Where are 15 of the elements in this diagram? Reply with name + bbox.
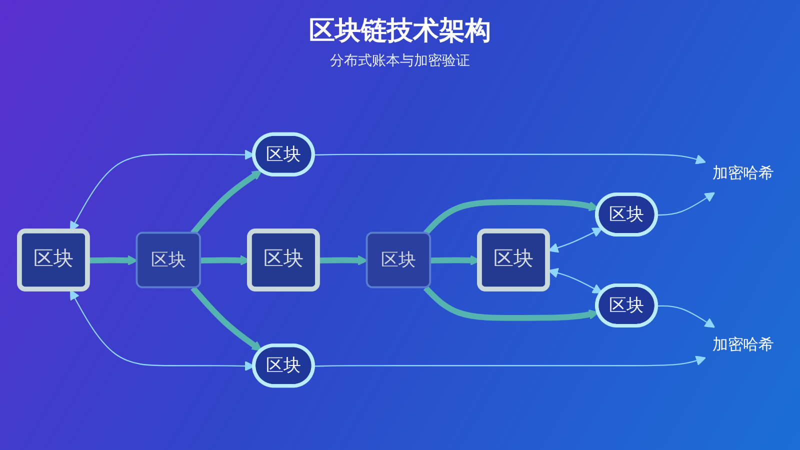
arrow (314, 356, 706, 367)
arrow (88, 255, 138, 266)
arrow (548, 228, 603, 253)
arrow (190, 286, 262, 352)
arrow (318, 255, 368, 266)
arrow (423, 286, 599, 321)
node-text: 加密哈希 (712, 165, 774, 183)
arrow (548, 268, 603, 294)
arrow (423, 199, 599, 236)
subtitle: 分布式账本与加密验证 (330, 52, 470, 71)
arrow (656, 305, 716, 328)
arrow (656, 192, 716, 216)
title: 区块链技术架构 (309, 15, 491, 48)
node-text: 加密哈希 (712, 336, 774, 354)
arrow (314, 154, 706, 164)
